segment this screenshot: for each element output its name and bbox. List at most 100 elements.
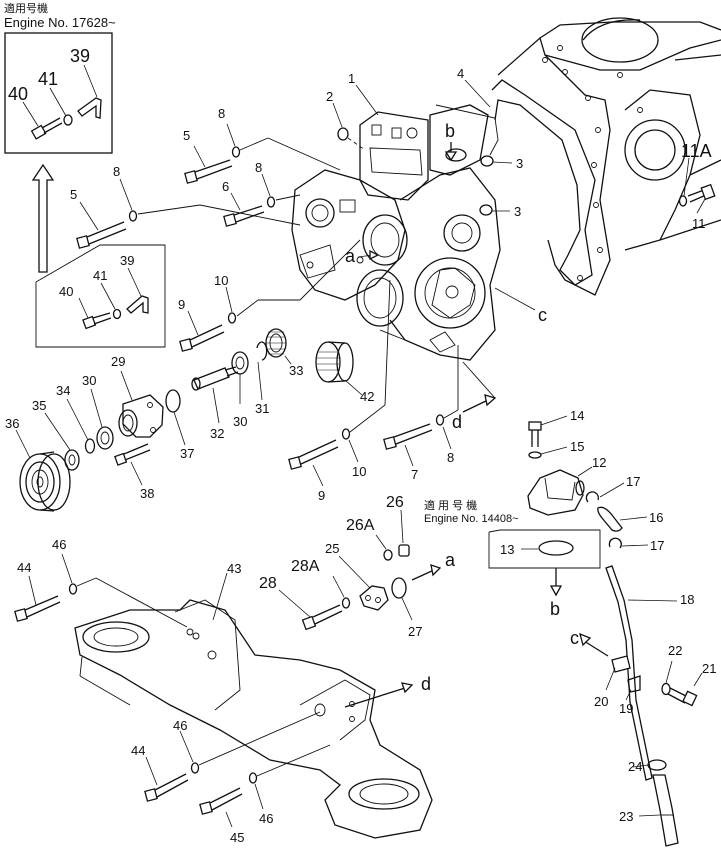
bolt-5-upper bbox=[184, 159, 233, 184]
washer-46-a bbox=[68, 583, 78, 595]
callout-21: 21 bbox=[702, 661, 716, 676]
callout-45: 45 bbox=[230, 830, 244, 845]
callout-40-top: 40 bbox=[8, 84, 28, 104]
callout-44-upper: 44 bbox=[17, 560, 31, 575]
bolt-44-lower bbox=[144, 773, 189, 802]
callout-46-c: 46 bbox=[259, 811, 273, 826]
callout-32: 32 bbox=[210, 426, 224, 441]
callout-13: 13 bbox=[500, 542, 514, 557]
note-mid-engine: Engine No. 14408~ bbox=[424, 513, 519, 525]
bolt-7 bbox=[383, 423, 433, 450]
callout-29: 29 bbox=[111, 354, 125, 369]
thermostat-housing-12 bbox=[527, 469, 585, 516]
callout-42: 42 bbox=[360, 389, 374, 404]
callout-10-b: 10 bbox=[352, 464, 366, 479]
bolt-21 bbox=[667, 687, 698, 707]
ref-c-tube: c bbox=[570, 628, 579, 648]
bolt-45 bbox=[199, 787, 243, 815]
callout-24: 24 bbox=[628, 759, 642, 774]
bolt-9-lower bbox=[288, 439, 339, 470]
callout-3-upper: 3 bbox=[516, 156, 523, 171]
o-ring-37 bbox=[165, 389, 181, 413]
callout-8-c: 8 bbox=[113, 164, 120, 179]
nut-35 bbox=[64, 449, 80, 471]
callout-10-a: 10 bbox=[214, 273, 228, 288]
callout-20: 20 bbox=[594, 694, 608, 709]
o-ring-27 bbox=[391, 577, 407, 599]
snap-ring-31 bbox=[256, 341, 268, 361]
bracket-39-top bbox=[77, 97, 102, 119]
bolt-14 bbox=[528, 421, 542, 447]
bolt-40-top bbox=[30, 117, 63, 140]
callout-17-lower: 17 bbox=[650, 538, 664, 553]
callout-1: 1 bbox=[348, 71, 355, 86]
washer-8-d bbox=[435, 414, 445, 426]
note-mid-jp: 適 用 号 機 bbox=[424, 498, 477, 512]
callout-26A: 26A bbox=[346, 517, 375, 534]
callout-15: 15 bbox=[570, 439, 584, 454]
bracket-19 bbox=[627, 675, 641, 693]
callout-46-b: 46 bbox=[173, 718, 187, 733]
pulley-36 bbox=[19, 451, 71, 512]
callout-41-top: 41 bbox=[38, 69, 58, 89]
gear-33 bbox=[265, 328, 287, 358]
inset-box-top bbox=[4, 32, 113, 154]
washer-46-b bbox=[190, 762, 200, 774]
clamp-17-lower bbox=[608, 537, 622, 549]
inset-gasket-13 bbox=[488, 529, 601, 597]
front-cover bbox=[291, 169, 408, 301]
flywheel-housing bbox=[497, 17, 721, 296]
callout-30-lower: 30 bbox=[82, 373, 96, 388]
washer-8-b bbox=[266, 196, 276, 208]
clamp-17-upper bbox=[585, 491, 600, 503]
callout-5-upper: 5 bbox=[183, 128, 190, 143]
note-top-jp: 適用号機 bbox=[4, 1, 48, 15]
callout-8-a: 8 bbox=[218, 106, 225, 121]
callout-5-lower: 5 bbox=[70, 187, 77, 202]
arrow-up-large bbox=[31, 163, 55, 273]
washer-10-b bbox=[341, 428, 351, 440]
callout-30-upper: 30 bbox=[233, 414, 247, 429]
callout-39-top: 39 bbox=[70, 46, 90, 66]
callout-7: 7 bbox=[411, 467, 418, 482]
callout-28: 28 bbox=[259, 575, 277, 592]
bearing-30-lower bbox=[96, 426, 114, 450]
bolt-11 bbox=[687, 183, 716, 203]
callout-36: 36 bbox=[5, 416, 19, 431]
callout-33: 33 bbox=[289, 363, 303, 378]
washer-11A bbox=[678, 195, 688, 207]
callout-23: 23 bbox=[619, 809, 633, 824]
bearing-30-upper bbox=[231, 351, 249, 375]
o-ring-2 bbox=[337, 127, 349, 141]
bearing-42 bbox=[315, 341, 354, 383]
washer-28A bbox=[341, 597, 351, 609]
cap-26 bbox=[398, 544, 410, 557]
callout-22: 22 bbox=[668, 643, 682, 658]
callout-8-b: 8 bbox=[255, 160, 262, 175]
bolt-9-upper bbox=[179, 324, 225, 352]
callout-19: 19 bbox=[619, 701, 633, 716]
callout-9-upper: 9 bbox=[178, 297, 185, 312]
callout-4: 4 bbox=[457, 66, 464, 81]
bolt-28 bbox=[301, 604, 343, 631]
callout-35: 35 bbox=[32, 398, 46, 413]
callout-11A: 11A bbox=[681, 141, 712, 161]
callout-44-lower: 44 bbox=[131, 743, 145, 758]
callout-40-mid: 40 bbox=[59, 284, 73, 299]
washer-22 bbox=[661, 682, 671, 696]
callout-37: 37 bbox=[180, 446, 194, 461]
clamp-24 bbox=[647, 759, 667, 771]
callout-27: 27 bbox=[408, 624, 422, 639]
callout-41-mid: 41 bbox=[93, 268, 107, 283]
fitting-25 bbox=[359, 585, 389, 611]
callout-3-lower: 3 bbox=[514, 204, 521, 219]
callout-34: 34 bbox=[56, 383, 70, 398]
callout-17-upper: 17 bbox=[626, 474, 640, 489]
ref-c-case: c bbox=[538, 305, 547, 325]
callout-11: 11 bbox=[692, 216, 706, 231]
ref-a-bracket: a bbox=[445, 550, 456, 570]
washer-34 bbox=[84, 438, 96, 454]
elbow-20 bbox=[611, 655, 631, 673]
bolt-6 bbox=[223, 205, 265, 227]
o-ring-3-lower bbox=[479, 204, 493, 216]
